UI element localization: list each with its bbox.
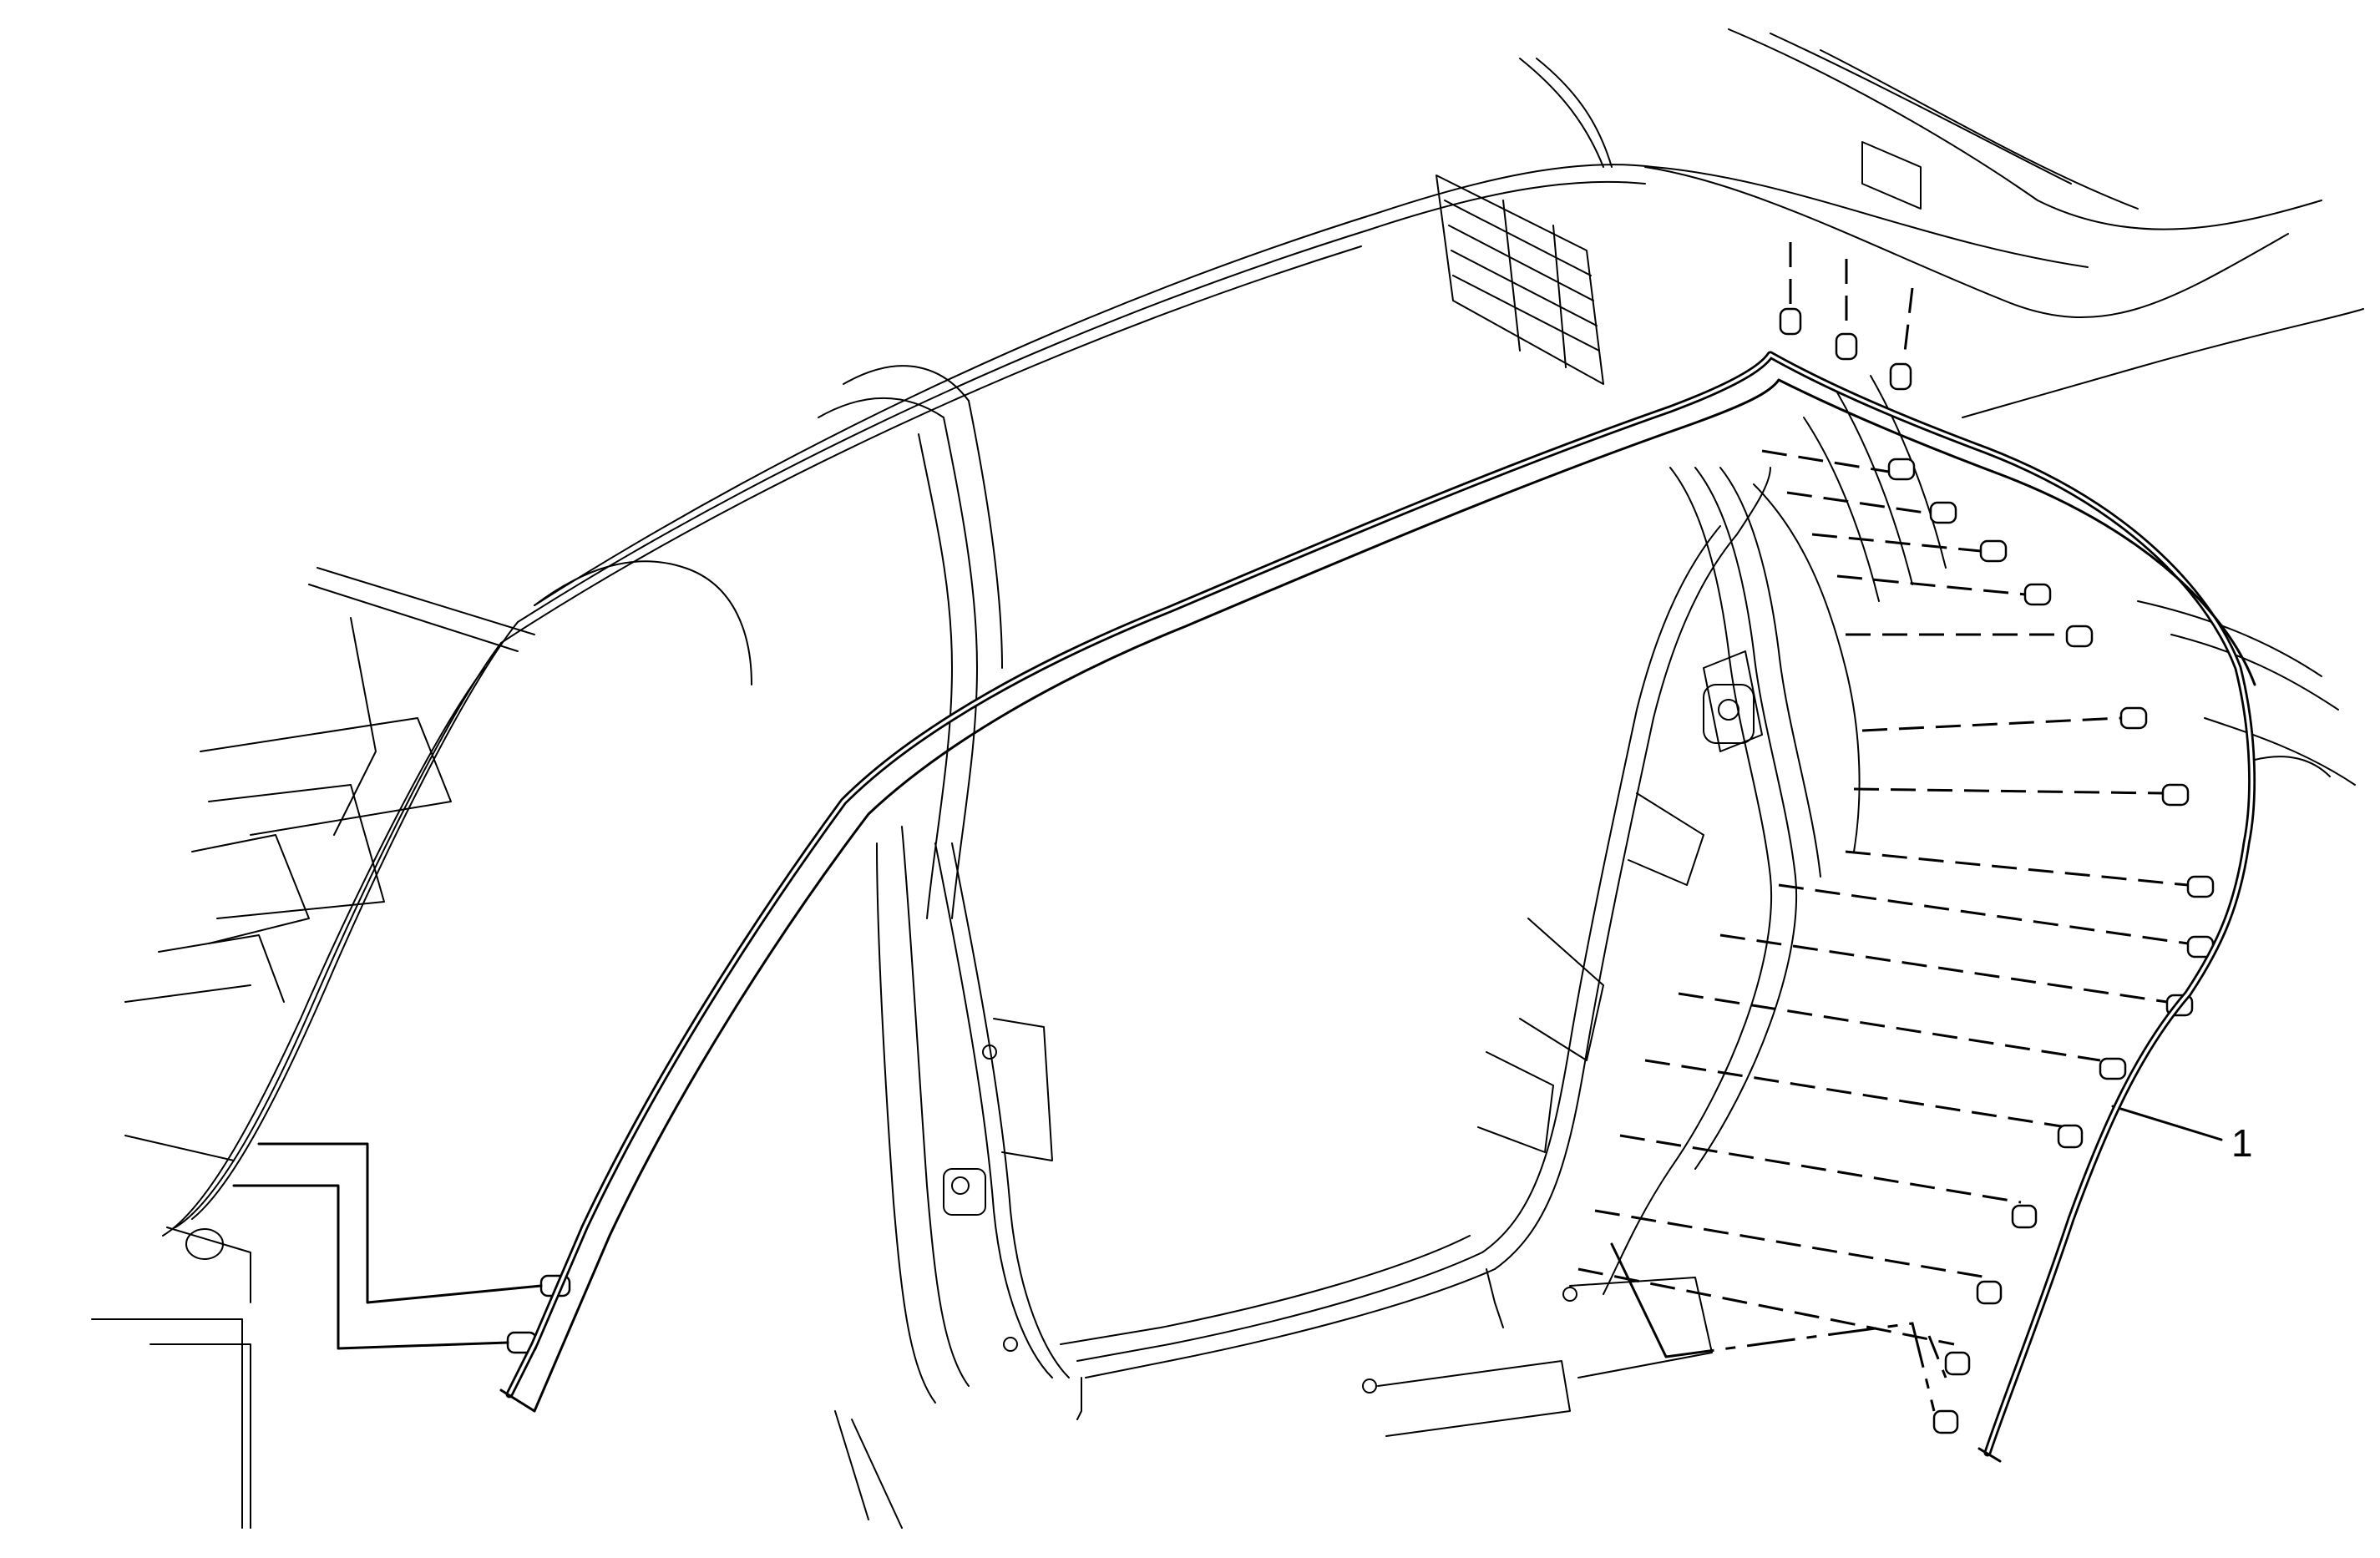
body-structure-linework	[91, 28, 2364, 1529]
door-opening-weatherstrip	[499, 351, 2256, 1463]
fastener	[1835, 259, 1858, 361]
fastener	[1845, 850, 2215, 898]
fastener	[1836, 574, 2052, 606]
fastener	[1861, 706, 2148, 732]
callout-label: 1	[2231, 1121, 2253, 1165]
fastener	[1644, 1059, 2084, 1149]
fastener	[1779, 242, 1802, 336]
fastener	[1577, 1267, 1971, 1376]
fastener	[1761, 449, 1916, 481]
fastener	[1853, 783, 2190, 807]
fastener	[1619, 1134, 2038, 1229]
fastener	[1811, 533, 2008, 563]
leader-lines	[232, 1105, 2223, 1412]
fastener	[1846, 625, 2094, 648]
push-pin-fasteners	[506, 242, 2215, 1434]
fastener	[1594, 1209, 2003, 1305]
fastener	[1678, 992, 2127, 1080]
fastener	[1786, 491, 1957, 524]
callout-1: 1	[2231, 1121, 2253, 1165]
fastener	[1778, 883, 2215, 959]
fastener	[1889, 287, 1914, 391]
fastener	[1927, 1335, 1959, 1434]
